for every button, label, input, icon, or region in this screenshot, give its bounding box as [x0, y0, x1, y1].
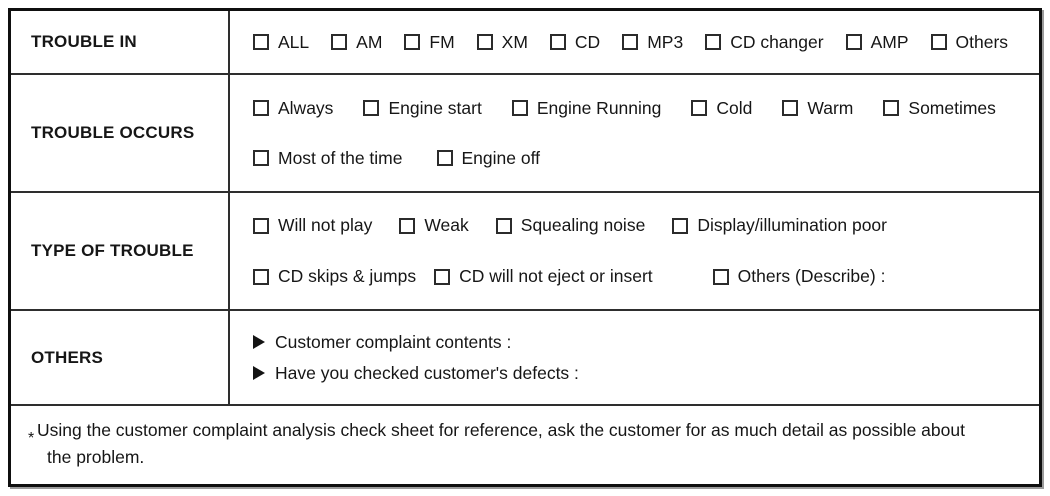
checkbox-item-others[interactable]: Others	[930, 31, 1009, 53]
checkbox-item-am[interactable]: AM	[331, 32, 382, 53]
right-triangle-icon	[253, 366, 265, 380]
checkbox-icon[interactable]	[363, 100, 380, 116]
checkbox-label: CD changer	[730, 31, 824, 52]
checkbox-label: AMP	[870, 31, 909, 52]
checkbox-item-others-describe[interactable]: Others (Describe) :	[712, 266, 886, 287]
checkbox-item-always[interactable]: Always	[253, 98, 333, 119]
prompt-label: Customer complaint contents :	[275, 331, 512, 352]
check-sheet-table: TROUBLE IN ALL AM FM XM CD MP3 CD changer AMP Oth…	[8, 8, 1042, 487]
checkbox-item-cd-changer[interactable]: CD changer	[705, 31, 824, 53]
checkbox-label: MP3	[647, 31, 684, 52]
checkbox-icon[interactable]	[404, 34, 421, 50]
checkbox-item-warm[interactable]: Warm	[782, 98, 853, 119]
checkbox-icon[interactable]	[253, 217, 269, 234]
checkbox-label: Cold	[716, 97, 753, 118]
checkbox-icon[interactable]	[399, 217, 416, 234]
checkbox-icon[interactable]	[476, 34, 493, 50]
checkbox-icon[interactable]	[712, 268, 729, 285]
checkbox-line: Will not play Weak Squealing noise Display/…	[253, 215, 1029, 236]
checkbox-label: CD skips & jumps	[278, 266, 417, 286]
checkbox-item-fm[interactable]: FM	[404, 31, 455, 53]
checkbox-icon[interactable]	[691, 100, 708, 116]
footnote: * Using the customer complaint analysis …	[11, 404, 1039, 484]
checkbox-icon[interactable]	[549, 34, 566, 50]
checkbox-label: ALL	[278, 31, 310, 52]
checkbox-label: CD will not eject or insert	[459, 266, 653, 286]
checkbox-item-cd[interactable]: CD	[549, 31, 601, 53]
row-label-others: OTHERS	[11, 309, 230, 404]
row-content-trouble-occurs: Always Engine start Engine Running Cold Warm…	[230, 73, 1039, 191]
checkbox-item-weak[interactable]: Weak	[399, 215, 469, 236]
checkbox-label: FM	[429, 31, 455, 52]
checkbox-item-xm[interactable]: XM	[476, 31, 528, 53]
row-content-others: Customer complaint contents : Have you ch…	[230, 309, 1039, 404]
prompt-label: Have you checked customer's defects :	[275, 362, 579, 383]
checkbox-icon[interactable]	[930, 34, 947, 50]
checkbox-label: Most of the time	[278, 147, 403, 168]
checkbox-item-cd-skips-jumps[interactable]: CD skips & jumps	[253, 266, 416, 287]
checkbox-label: Others (Describe) :	[737, 266, 886, 286]
checkbox-label: Always	[278, 97, 334, 118]
row-label-type-of-trouble: TYPE OF TROUBLE	[11, 191, 230, 309]
checkbox-icon[interactable]	[495, 217, 512, 234]
row-label-text: TYPE OF TROUBLE	[31, 241, 194, 260]
checkbox-line: Most of the time Engine off	[253, 148, 1029, 169]
row-content-trouble-in: ALL AM FM XM CD MP3 CD changer AMP Others	[230, 11, 1039, 73]
checkbox-item-all[interactable]: ALL	[253, 32, 309, 53]
row-label-text: TROUBLE IN	[31, 32, 137, 51]
checkbox-label: XM	[501, 31, 528, 52]
checkbox-label: Warm	[807, 97, 854, 118]
checkbox-icon[interactable]	[845, 34, 862, 50]
footnote-text: Using the customer complaint analysis ch…	[37, 420, 965, 467]
checkbox-item-engine-off[interactable]: Engine off	[436, 147, 541, 169]
checkbox-label: Engine start	[388, 97, 482, 118]
checkbox-item-amp[interactable]: AMP	[845, 31, 909, 53]
row-label-trouble-in: TROUBLE IN	[11, 11, 230, 73]
checkbox-label: Engine Running	[536, 97, 662, 118]
checkbox-item-display-illumination-poor[interactable]: Display/illumination poor	[672, 215, 887, 236]
footnote-asterisk: *	[28, 430, 35, 447]
checkbox-icon[interactable]	[883, 100, 900, 116]
row-content-type-of-trouble: Will not play Weak Squealing noise Display/…	[230, 191, 1039, 309]
checkbox-icon[interactable]	[253, 150, 269, 166]
checkbox-icon[interactable]	[331, 34, 348, 50]
row-label-trouble-occurs: TROUBLE OCCURS	[11, 73, 230, 191]
checkbox-item-engine-start[interactable]: Engine start	[363, 97, 482, 119]
checkbox-icon[interactable]	[436, 150, 453, 166]
checkbox-label: Sometimes	[908, 97, 996, 118]
checkbox-label: AM	[356, 31, 383, 52]
right-triangle-icon	[253, 335, 265, 349]
row-label-text: OTHERS	[31, 347, 104, 367]
checkbox-label: CD	[574, 31, 601, 52]
checkbox-item-mp3[interactable]: MP3	[622, 32, 683, 53]
checkbox-label: Squealing noise	[520, 215, 646, 235]
checkbox-label: Weak	[424, 215, 469, 235]
checkbox-icon[interactable]	[253, 34, 269, 50]
checkbox-icon[interactable]	[782, 100, 799, 116]
checkbox-item-most-of-the-time[interactable]: Most of the time	[253, 148, 403, 169]
checkbox-label: Others	[955, 31, 1009, 52]
checkbox-icon[interactable]	[705, 34, 722, 50]
prompt-line-have-you-checked-customer-s-defects: Have you checked customer's defects :	[253, 363, 1029, 384]
checkbox-icon[interactable]	[622, 34, 639, 50]
prompt-line-customer-complaint-contents: Customer complaint contents :	[253, 332, 1029, 353]
checkbox-icon[interactable]	[253, 268, 269, 285]
checkbox-item-engine-running[interactable]: Engine Running	[511, 97, 662, 119]
checkbox-item-will-not-play[interactable]: Will not play	[253, 215, 372, 236]
checkbox-label: Will not play	[278, 215, 373, 235]
checkbox-line: CD skips & jumps CD will not eject or ins…	[253, 266, 1029, 287]
checkbox-line: Always Engine start Engine Running Cold Warm…	[253, 98, 1029, 119]
checkbox-item-cd-will-not-eject-or-insert[interactable]: CD will not eject or insert	[434, 266, 653, 287]
checkbox-item-squealing-noise[interactable]: Squealing noise	[495, 215, 646, 236]
checkbox-label: Engine off	[461, 147, 541, 168]
row-label-text: TROUBLE OCCURS	[31, 123, 195, 142]
checkbox-icon[interactable]	[672, 217, 689, 234]
checkbox-label: Display/illumination poor	[697, 215, 887, 235]
checkbox-icon[interactable]	[434, 268, 451, 285]
checkbox-icon[interactable]	[511, 100, 528, 116]
checkbox-item-sometimes[interactable]: Sometimes	[883, 98, 996, 119]
checkbox-line: ALL AM FM XM CD MP3 CD changer AMP Others	[253, 32, 1029, 53]
checkbox-item-cold[interactable]: Cold	[691, 98, 752, 119]
checkbox-icon[interactable]	[253, 100, 269, 116]
